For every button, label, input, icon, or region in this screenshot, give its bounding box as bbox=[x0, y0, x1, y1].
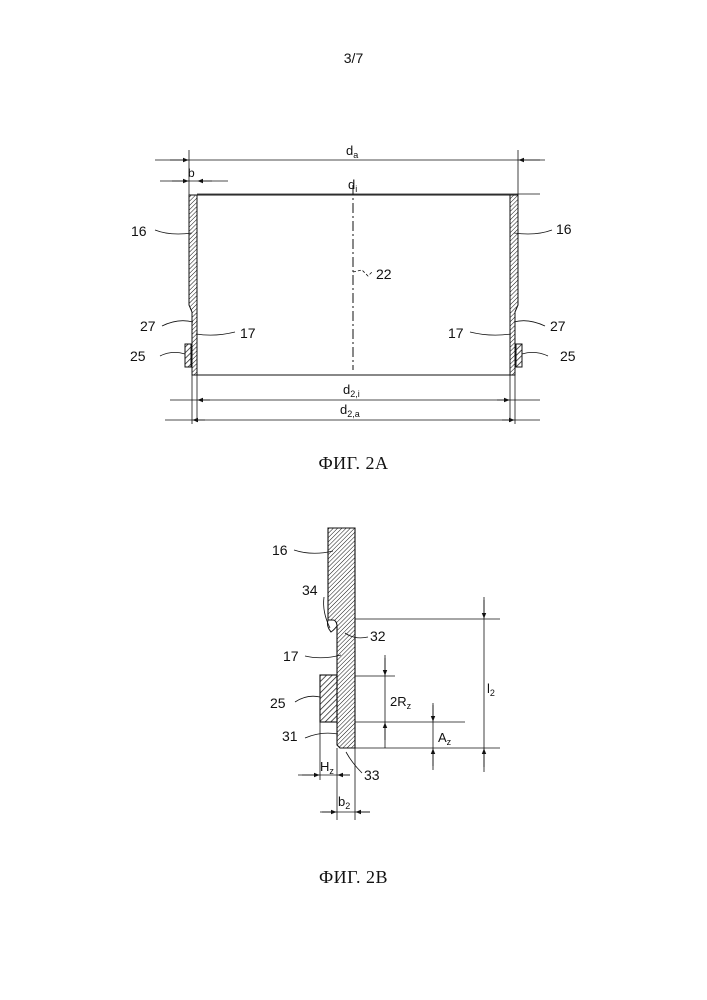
leader-31 bbox=[305, 733, 338, 738]
dim-2rz: 2Rz bbox=[385, 655, 412, 748]
ref-17: 17 bbox=[283, 648, 299, 664]
svg-text:d2,a: d2,a bbox=[340, 402, 360, 419]
leader-right-16 bbox=[514, 230, 552, 234]
ref-34: 34 bbox=[302, 582, 318, 598]
dim-l2: l2 bbox=[484, 597, 495, 772]
figure-2a-caption: ФИГ. 2A bbox=[0, 453, 707, 474]
svg-text:b: b bbox=[188, 166, 195, 180]
leader-left-25 bbox=[160, 352, 185, 356]
ref-right-17: 17 bbox=[448, 325, 464, 341]
ref-right-27: 27 bbox=[550, 318, 566, 334]
ref-31: 31 bbox=[282, 728, 298, 744]
ref-33: 33 bbox=[364, 767, 380, 783]
right-wall bbox=[510, 195, 522, 375]
ref-left-16: 16 bbox=[131, 223, 147, 239]
leader-right-27 bbox=[514, 321, 545, 326]
ref-left-17: 17 bbox=[240, 325, 256, 341]
dim-hz: Hz bbox=[298, 759, 350, 776]
ref-right-16: 16 bbox=[556, 221, 572, 237]
leader-22 bbox=[353, 270, 372, 276]
ref-32: 32 bbox=[370, 628, 386, 644]
leader-25 bbox=[295, 696, 320, 702]
left-seal-ring bbox=[185, 344, 191, 367]
dim-d2a: d2,a bbox=[165, 375, 540, 424]
ref-axis-22: 22 bbox=[376, 266, 392, 282]
svg-text:da: da bbox=[346, 143, 358, 160]
ref-right-25: 25 bbox=[560, 348, 576, 364]
svg-text:l2: l2 bbox=[487, 681, 495, 698]
svg-text:di: di bbox=[348, 177, 357, 194]
dim-b2: b2 bbox=[320, 794, 370, 812]
dim-az: Az bbox=[433, 703, 452, 770]
dim-di: di bbox=[197, 177, 540, 194]
ref-16: 16 bbox=[272, 542, 288, 558]
right-seal-ring bbox=[516, 344, 522, 367]
ref-25: 25 bbox=[270, 695, 286, 711]
svg-text:Az: Az bbox=[438, 730, 452, 747]
seal-ring bbox=[320, 675, 337, 722]
figure-2b: l2 2Rz Az Hz b2 bbox=[270, 528, 500, 820]
leader-left-16 bbox=[155, 230, 192, 234]
leader-left-17 bbox=[196, 332, 235, 335]
svg-text:Hz: Hz bbox=[320, 759, 334, 776]
leader-right-25 bbox=[522, 352, 548, 356]
leader-33 bbox=[346, 752, 362, 773]
svg-text:b2: b2 bbox=[338, 794, 350, 811]
ref-left-27: 27 bbox=[140, 318, 156, 334]
svg-text:2Rz: 2Rz bbox=[390, 694, 412, 711]
leader-right-17 bbox=[470, 332, 511, 335]
figure-2a: da b di d2,i d bbox=[130, 143, 576, 424]
leader-16 bbox=[294, 550, 333, 553]
dim-b: b bbox=[160, 166, 228, 181]
figure-2b-caption: ФИГ. 2B bbox=[0, 867, 707, 888]
ref-left-25: 25 bbox=[130, 348, 146, 364]
leader-17 bbox=[305, 655, 341, 658]
left-wall bbox=[185, 195, 197, 375]
leader-left-27 bbox=[162, 321, 193, 326]
svg-text:d2,i: d2,i bbox=[343, 382, 360, 399]
